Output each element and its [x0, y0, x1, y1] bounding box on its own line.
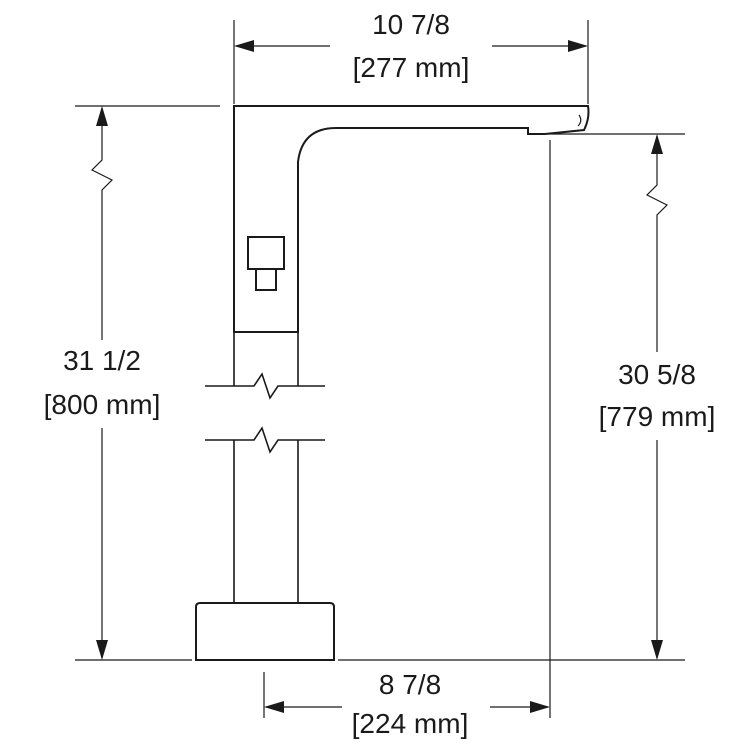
faucet-outline	[195, 105, 590, 661]
height-metric-label: [800 mm]	[44, 389, 161, 420]
dimension-overall-height: 31 1/2 [800 mm]	[44, 106, 161, 660]
dimension-spout-reach: 8 7/8 [224 mm]	[264, 669, 550, 739]
sensor-window	[247, 236, 285, 270]
spout-height-imperial-label: 30 5/8	[618, 359, 696, 390]
dimension-spout-height: 30 5/8 [779 mm]	[599, 134, 716, 660]
faucet-spout-body	[233, 105, 590, 333]
reach-metric-label: [224 mm]	[352, 708, 469, 739]
extension-lines	[75, 20, 685, 718]
faucet-base	[195, 602, 335, 661]
dimension-overall-width: 10 7/8 [277 mm]	[234, 9, 588, 83]
reach-imperial-label: 8 7/8	[379, 669, 441, 700]
break-line-lower	[205, 426, 325, 454]
height-imperial-label: 31 1/2	[63, 345, 141, 376]
width-metric-label: [277 mm]	[353, 52, 470, 83]
break-line-upper	[205, 372, 325, 400]
spout-height-metric-label: [779 mm]	[599, 401, 716, 432]
width-imperial-label: 10 7/8	[372, 9, 450, 40]
sensor-knob	[255, 268, 277, 291]
